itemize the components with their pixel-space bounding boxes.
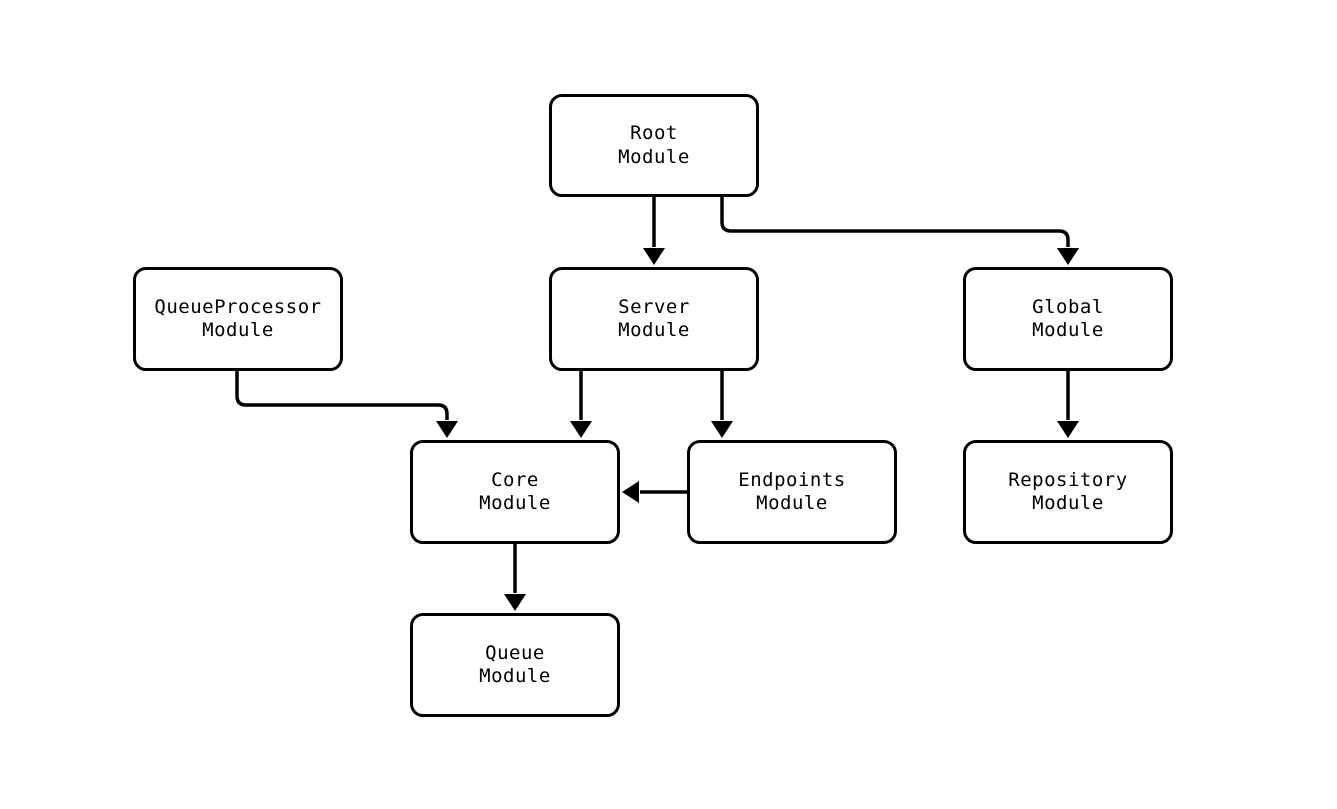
node-queueprocessor-module-line2: Module xyxy=(202,319,274,341)
node-queue-module-line2: Module xyxy=(479,665,551,687)
node-server-module[interactable]: Server Module xyxy=(549,267,759,371)
arrowhead-endpoints-core xyxy=(622,481,639,503)
node-repository-module-line1: Repository xyxy=(1008,468,1128,491)
edge-paths xyxy=(235,197,1070,593)
arrowhead-root-global xyxy=(1057,248,1079,265)
node-queueprocessor-module-line1: QueueProcessor xyxy=(154,295,322,318)
node-repository-module[interactable]: Repository Module xyxy=(963,440,1173,544)
arrowhead-server-core xyxy=(570,421,592,438)
node-root-module[interactable]: Root Module xyxy=(549,94,759,197)
arrowhead-core-queue xyxy=(504,594,526,611)
edge-root-global xyxy=(720,197,1070,247)
edge-queueprocessor-core xyxy=(235,371,449,420)
node-endpoints-module-line1: Endpoints xyxy=(738,468,846,491)
arrowhead-queueprocessor-core xyxy=(436,421,458,438)
node-server-module-line2: Module xyxy=(618,319,690,341)
node-endpoints-module[interactable]: Endpoints Module xyxy=(687,440,897,544)
node-endpoints-module-line2: Module xyxy=(756,492,828,514)
node-queue-module-line1: Queue xyxy=(485,641,545,664)
node-root-module-line1: Root xyxy=(630,122,678,145)
node-core-module-line1: Core xyxy=(491,468,539,491)
node-repository-module-line2: Module xyxy=(1032,492,1104,514)
node-root-module-line2: Module xyxy=(618,145,690,168)
arrowhead-server-endpoints xyxy=(711,421,733,438)
node-core-module[interactable]: Core Module xyxy=(410,440,620,544)
node-core-module-line2: Module xyxy=(479,492,551,514)
node-queue-module[interactable]: Queue Module xyxy=(410,613,620,717)
node-global-module-line2: Module xyxy=(1032,319,1104,341)
node-global-module[interactable]: Global Module xyxy=(963,267,1173,371)
node-server-module-line1: Server xyxy=(618,295,690,318)
arrowhead-root-server xyxy=(643,248,665,265)
node-queueprocessor-module[interactable]: QueueProcessor Module xyxy=(133,267,343,371)
arrowhead-global-repository xyxy=(1057,421,1079,438)
node-global-module-line1: Global xyxy=(1032,295,1104,318)
